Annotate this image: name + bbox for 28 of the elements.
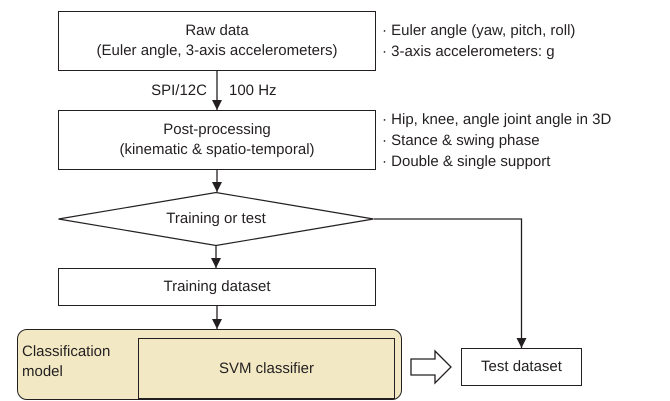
node-text: (kinematic & spatio-temporal) (119, 140, 315, 160)
annotation-text: · 3-axis accelerometers: g (382, 42, 556, 62)
node-text: (Euler angle, 3-axis accelerometers) (96, 41, 338, 61)
annotation-text: · Stance & swing phase (382, 130, 541, 150)
arrow (212, 71, 222, 110)
node-text: Classification model (22, 342, 112, 382)
node-text: Training dataset (163, 277, 270, 297)
process-box (58, 110, 376, 170)
node-text: Post-processing (163, 120, 271, 140)
process-box (58, 268, 376, 306)
node-text: Test dataset (481, 357, 562, 377)
process-box (138, 338, 395, 399)
node-text: Training or test (166, 208, 266, 229)
block-arrow (410, 349, 452, 385)
arrow (211, 246, 221, 268)
decision-diamond (58, 192, 374, 246)
arrow (212, 306, 222, 329)
node-text: Raw data (185, 21, 249, 41)
arrow (212, 170, 222, 192)
node-text: SVM classifier (218, 358, 314, 378)
signal-label: 100 Hz (229, 82, 277, 100)
arrow (374, 218, 526, 348)
process-box (461, 348, 582, 386)
annotation-text: · Euler angle (yaw, pitch, roll) (382, 21, 576, 41)
model-group (17, 329, 402, 400)
annotation-text: · Hip, knee, angle joint angle in 3D (382, 110, 612, 130)
process-box (58, 11, 376, 71)
annotation-text: · Double & single support (382, 152, 552, 172)
